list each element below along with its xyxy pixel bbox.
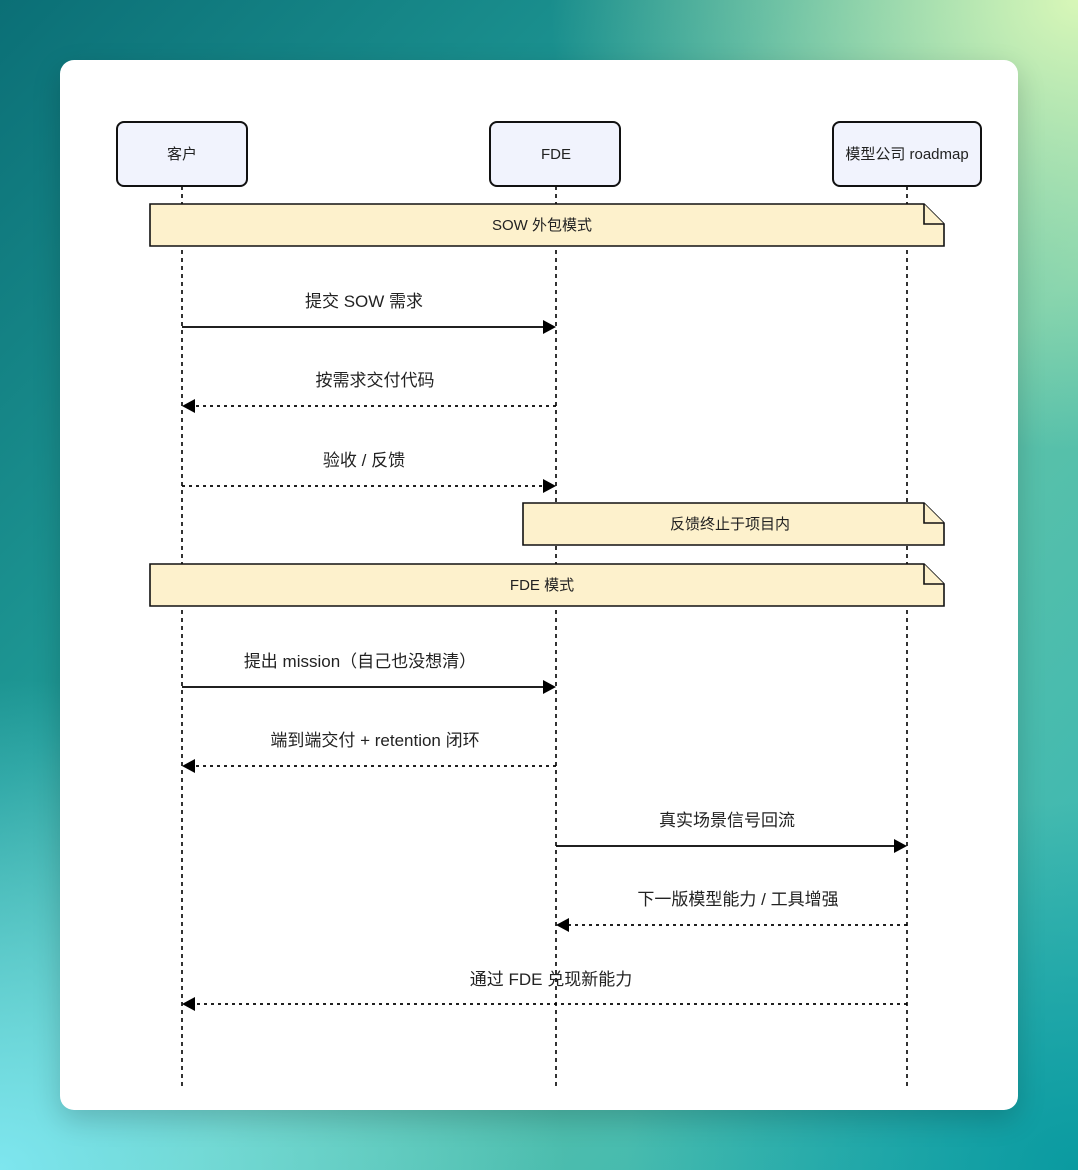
note-sow-mode: SOW 外包模式 (149, 203, 945, 247)
arrow-head-left (556, 918, 569, 932)
message-e2e-delivery-label: 端到端交付 + retention 闭环 (270, 731, 479, 750)
participant-model-company: 模型公司 roadmap (832, 121, 982, 187)
arrow-head-right (543, 479, 556, 493)
message-realize-new-label: 通过 FDE 兑现新能力 (470, 970, 632, 989)
participant-customer-label: 客户 (167, 146, 197, 163)
arrow-head-left (182, 759, 195, 773)
message-signal-return-label: 真实场景信号回流 (659, 811, 795, 830)
arrow-head-right (543, 320, 556, 334)
note-fde-mode-label: FDE 模式 (510, 577, 574, 594)
participant-fde: FDE (489, 121, 621, 187)
arrow-head-right (543, 680, 556, 694)
participant-fde-label: FDE (541, 146, 571, 163)
note-sow-mode-label: SOW 外包模式 (492, 217, 592, 234)
message-accept-feedback: 验收 / 反馈 (182, 451, 556, 493)
message-next-version: 下一版模型能力 / 工具增强 (556, 890, 907, 932)
note-feedback-ends: 反馈终止于项目内 (522, 502, 945, 546)
message-signal-return: 真实场景信号回流 (556, 811, 907, 853)
message-deliver-code: 按需求交付代码 (182, 371, 556, 413)
message-propose-mission: 提出 mission（自己也没想清） (182, 652, 556, 694)
arrow-head-right (894, 839, 907, 853)
message-submit-sow: 提交 SOW 需求 (182, 292, 556, 334)
arrow-head-left (182, 399, 195, 413)
message-e2e-delivery: 端到端交付 + retention 闭环 (182, 731, 556, 773)
message-propose-mission-label: 提出 mission（自己也没想清） (244, 652, 476, 671)
message-accept-feedback-label: 验收 / 反馈 (323, 451, 405, 470)
message-submit-sow-label: 提交 SOW 需求 (305, 292, 423, 311)
participant-model-company-label: 模型公司 roadmap (845, 146, 968, 163)
note-feedback-ends-label: 反馈终止于项目内 (670, 516, 790, 533)
message-next-version-label: 下一版模型能力 / 工具增强 (637, 890, 838, 909)
message-realize-new: 通过 FDE 兑现新能力 (182, 970, 907, 1011)
participant-customer: 客户 (116, 121, 248, 187)
arrow-head-left (182, 997, 195, 1011)
note-fde-mode: FDE 模式 (149, 563, 945, 607)
message-deliver-code-label: 按需求交付代码 (316, 371, 435, 390)
